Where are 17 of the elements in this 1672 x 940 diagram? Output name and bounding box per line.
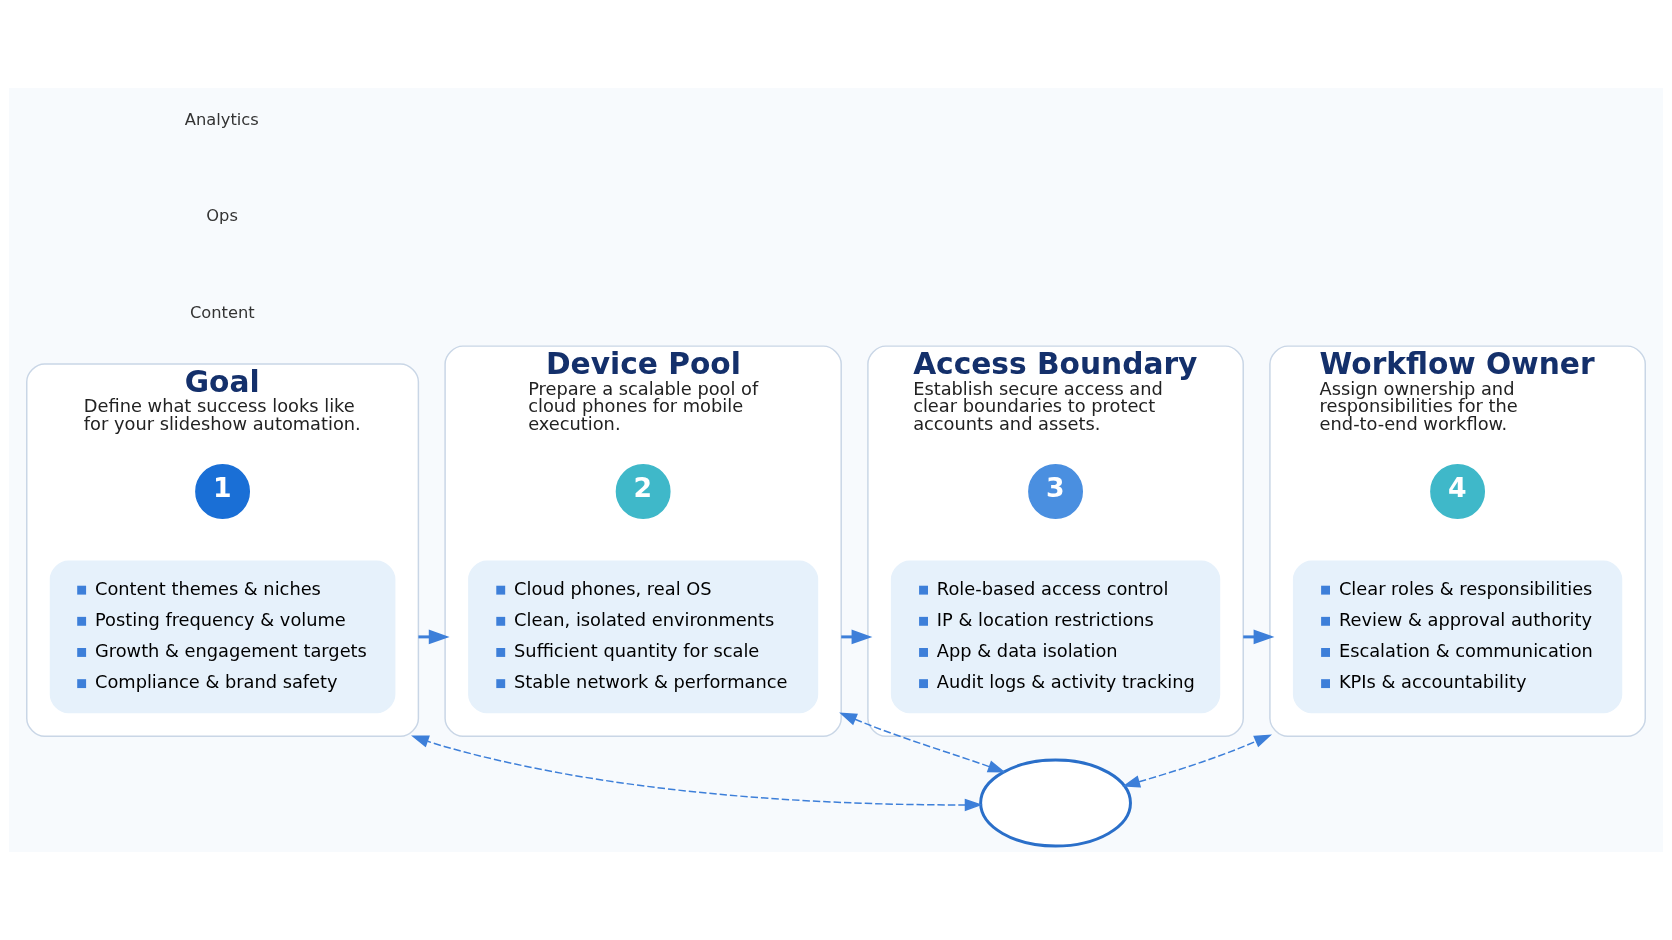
label: Content: [189, 302, 255, 322]
arrow: [839, 712, 1006, 773]
node-circle: 1: [195, 464, 250, 519]
arrow: [418, 629, 450, 645]
node-circle: 2: [615, 464, 671, 519]
node-box: Clear roles & responsibilities Review & approval authority Escalation & communication KPIs & accountability: [1292, 560, 1623, 714]
arrow: [411, 735, 983, 812]
node-circle: 3: [1028, 464, 1083, 519]
label: Analytics: [184, 109, 259, 129]
arrow: [1243, 629, 1275, 645]
arrow: [1122, 734, 1272, 788]
node-circle: 4: [1430, 464, 1486, 519]
node-box: Role-based access control IP & location restrictions App & data isolation Audit logs & activity tracking: [890, 560, 1221, 714]
arrow: [841, 629, 873, 645]
label: Ops: [206, 206, 238, 226]
node-box: Cloud phones, real OS Clean, isolated environments Sufficient quantity for scale Stable network & performance: [468, 560, 819, 714]
node-box: Content themes & niches Posting frequency & volume Growth & engagement targets Compliance & brand safety: [49, 560, 396, 714]
